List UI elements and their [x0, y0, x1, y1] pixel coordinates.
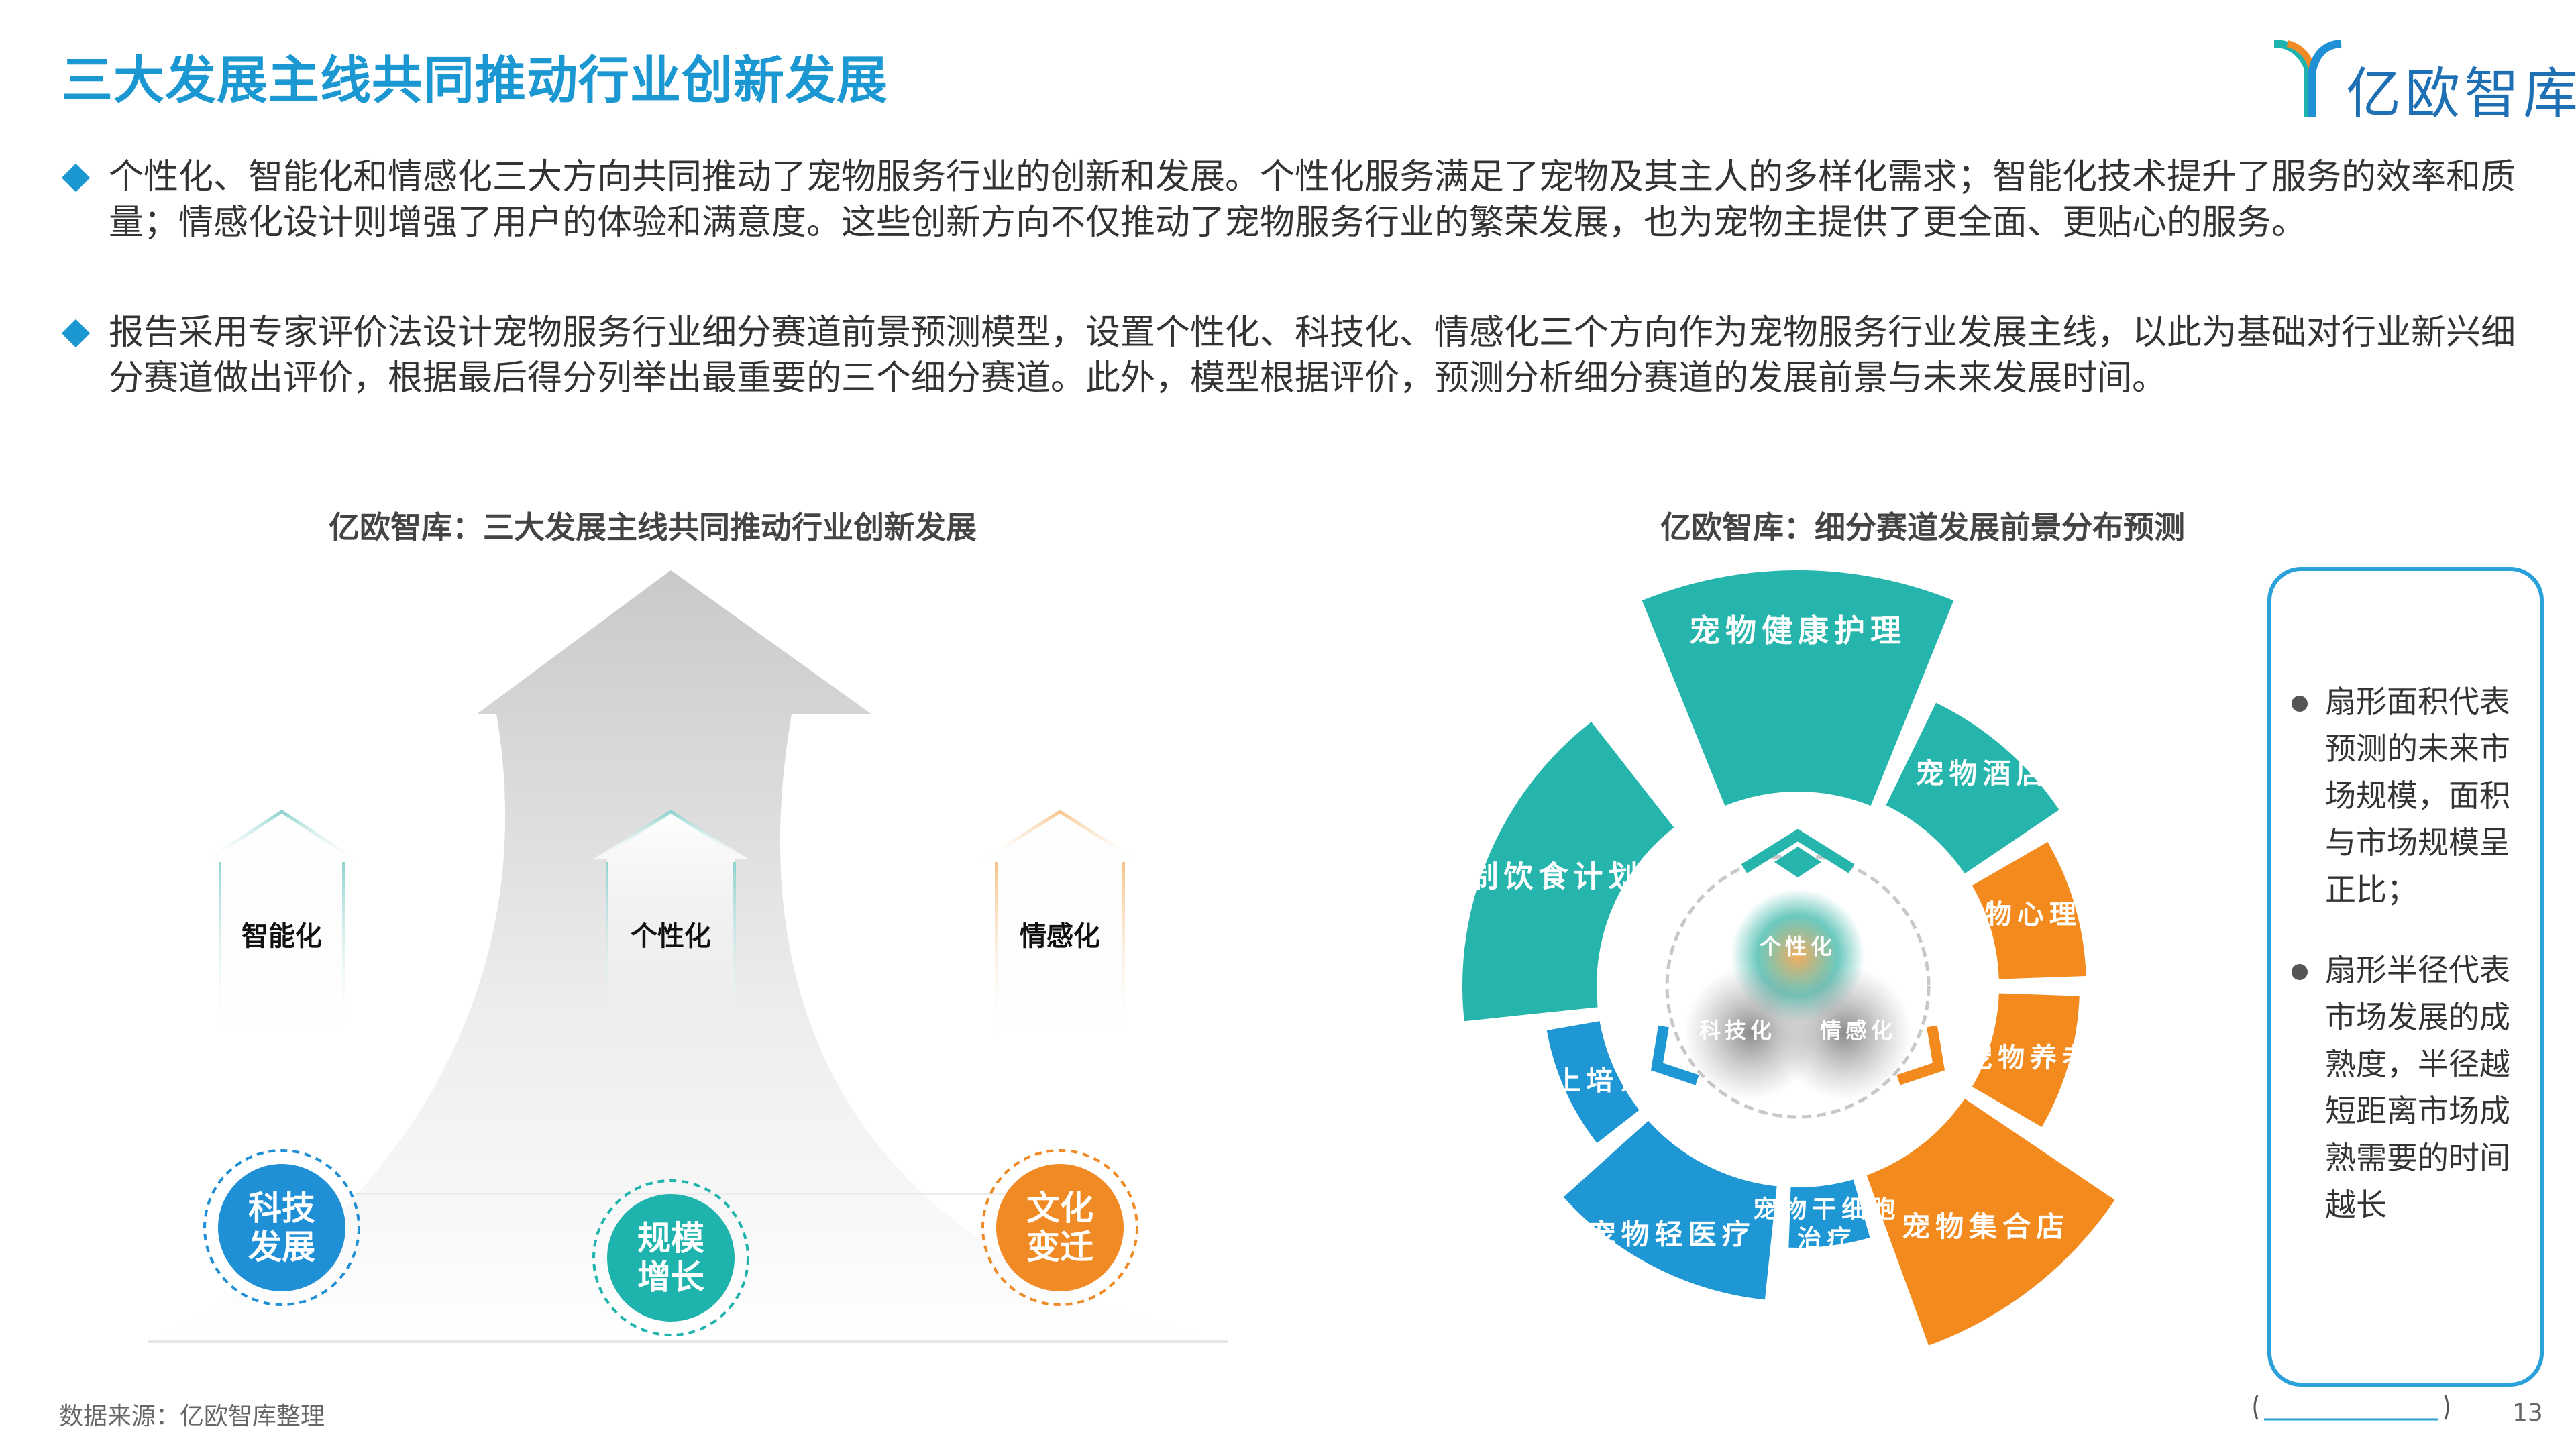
- bullet-text: 个性化、智能化和情感化三大方向共同推动了宠物服务行业的创新和发展。个性化服务满足…: [109, 157, 2516, 243]
- sector-2: [1886, 702, 2059, 874]
- sector-3: [1972, 842, 2086, 979]
- page-number: 13: [2512, 1399, 2543, 1427]
- house-emotional: [979, 810, 1140, 1040]
- circle-label-line: 科技: [248, 1189, 315, 1228]
- sector-label-4: 宠物养老院: [1966, 1042, 2127, 1073]
- legend-item-radius: 扇形半径代表市场发展的成熟度，半径越短距离市场成熟需要的时间越长: [2292, 947, 2520, 1228]
- sector-label-2: 宠物酒店: [1916, 757, 2050, 790]
- left-diagram-graphic: [148, 570, 1228, 1343]
- sector-label-6: 宠物干细胞治疗: [1753, 1195, 1900, 1252]
- center-marker-left: [1650, 1025, 1699, 1085]
- page-title: 三大发展主线共同推动行业创新发展: [62, 50, 888, 110]
- legend-text: 扇形面积代表预测的未来市场规模，面积与市场规模呈正比；: [2325, 684, 2510, 908]
- circle-label-culture: 文化 变迁: [1000, 1189, 1120, 1267]
- center-marker-right: [1896, 1025, 1945, 1085]
- circle-label-tech: 科技 发展: [221, 1189, 342, 1267]
- sector-5: [1866, 1098, 2115, 1346]
- sector-9: [1462, 721, 1674, 1022]
- sector-label-1: 宠物健康护理: [1689, 612, 1907, 649]
- sector-label-9: 定制饮食计划: [1434, 859, 1643, 894]
- venn-label-emotion: 情感化: [1820, 1018, 1896, 1043]
- diamond-bullet-icon: [61, 319, 91, 348]
- page-bracket-decoration: [2253, 1395, 2449, 1421]
- circle-label-line: 文化: [1026, 1189, 1093, 1228]
- bullet-paragraph-2: 报告采用专家评价法设计宠物服务行业细分赛道前景预测模型，设置个性化、科技化、情感…: [61, 310, 2521, 401]
- sector-1: [1642, 570, 1954, 806]
- diamond-bullet-icon: [61, 163, 91, 193]
- circle-label-line: 规模: [637, 1219, 704, 1258]
- venn-circle-tech: [1684, 966, 1818, 1100]
- sector-6: [1788, 1179, 1870, 1248]
- house-label-emotional: 情感化: [1020, 921, 1100, 952]
- legend-item-area: 扇形面积代表预测的未来市场规模，面积与市场规模呈正比；: [2292, 678, 2520, 913]
- circle-culture-change: [981, 1149, 1138, 1306]
- right-diagram-title: 亿欧智库：细分赛道发展前景分布预测: [1660, 509, 2185, 545]
- sector-label-5: 宠物集合店: [1902, 1210, 2070, 1243]
- bullet-dot-icon: [2292, 964, 2308, 980]
- circle-label-line: 增长: [637, 1258, 704, 1297]
- venn-circle-emotion: [1778, 966, 1912, 1100]
- venn-label-tech: 科技化: [1699, 1018, 1776, 1043]
- house-label-intelligent: 智能化: [241, 921, 322, 952]
- legend-box: 扇形面积代表预测的未来市场规模，面积与市场规模呈正比； 扇形半径代表市场发展的成…: [2267, 567, 2544, 1387]
- sector-8: [1546, 1021, 1640, 1143]
- venn-label-personalized: 个性化: [1760, 934, 1836, 959]
- circle-label-line: 发展: [248, 1228, 315, 1267]
- left-diagram-title: 亿欧智库：三大发展主线共同推动行业创新发展: [329, 509, 977, 545]
- source-note: 数据来源：亿欧智库整理: [59, 1403, 325, 1430]
- sector-4: [1972, 993, 2080, 1127]
- sector-label-8: 线上培训: [1522, 1065, 1651, 1096]
- legend-text: 扇形半径代表市场发展的成熟度，半径越短距离市场成熟需要的时间越长: [2325, 952, 2510, 1223]
- house-intelligent: [203, 810, 360, 1040]
- logo-text: 亿欧智库: [2346, 62, 2576, 126]
- sector-7: [1563, 1120, 1777, 1300]
- sector-wheel: 个性化 科技化 情感化 宠物健康护理宠物酒店宠物心理健康宠物养老院宠物集合店宠物…: [1434, 570, 2146, 1346]
- logo-icon: [2273, 40, 2342, 117]
- circle-scale-growth: [592, 1179, 749, 1336]
- bullet-dot-icon: [2292, 696, 2308, 712]
- circle-label-scale: 规模 增长: [610, 1219, 731, 1297]
- circle-tech-development: [203, 1149, 360, 1306]
- sector-label-7: 宠物轻医疗: [1588, 1218, 1756, 1250]
- brand-logo: 亿欧智库: [2271, 37, 2576, 126]
- sector-label-3: 宠物心理健康: [1953, 900, 2146, 930]
- bullet-text: 报告采用专家评价法设计宠物服务行业细分赛道前景预测模型，设置个性化、科技化、情感…: [109, 313, 2516, 398]
- house-label-personalized: 个性化: [631, 921, 711, 952]
- house-personalized: [590, 810, 751, 1040]
- bullet-paragraph-1: 个性化、智能化和情感化三大方向共同推动了宠物服务行业的创新和发展。个性化服务满足…: [61, 154, 2521, 246]
- circle-label-line: 变迁: [1026, 1228, 1093, 1267]
- center-marker-top: [1741, 828, 1855, 873]
